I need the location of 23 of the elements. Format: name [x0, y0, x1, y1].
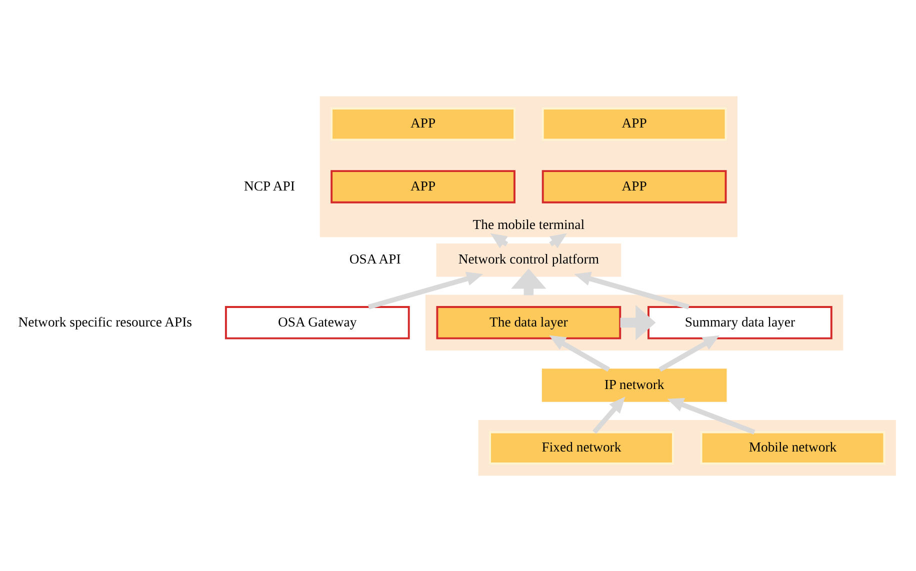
label: Network specific resource APIs — [18, 314, 192, 329]
arrow — [549, 334, 610, 372]
node-box: OSA Gateway — [224, 306, 410, 339]
node-box: APP — [542, 107, 727, 140]
node-box: Network control platform — [436, 242, 622, 276]
cluster — [478, 420, 896, 476]
arrow — [574, 271, 690, 309]
arrow — [620, 304, 656, 340]
arrow — [368, 271, 484, 309]
node-box: Fixed network — [489, 430, 674, 464]
node-box: APP — [542, 170, 727, 203]
node-box: IP network — [542, 368, 727, 402]
arrow — [658, 334, 720, 372]
node-box: APP — [330, 170, 516, 203]
node-box: Mobile network — [700, 430, 886, 464]
node-box: Summary data layer — [648, 306, 832, 339]
label: NCP API — [244, 178, 295, 193]
arrow — [592, 396, 626, 434]
arrow — [511, 268, 546, 295]
label: OSA API — [349, 251, 401, 266]
node-box: APP — [330, 107, 516, 140]
node-box: The data layer — [436, 306, 622, 339]
arrow — [667, 398, 756, 434]
